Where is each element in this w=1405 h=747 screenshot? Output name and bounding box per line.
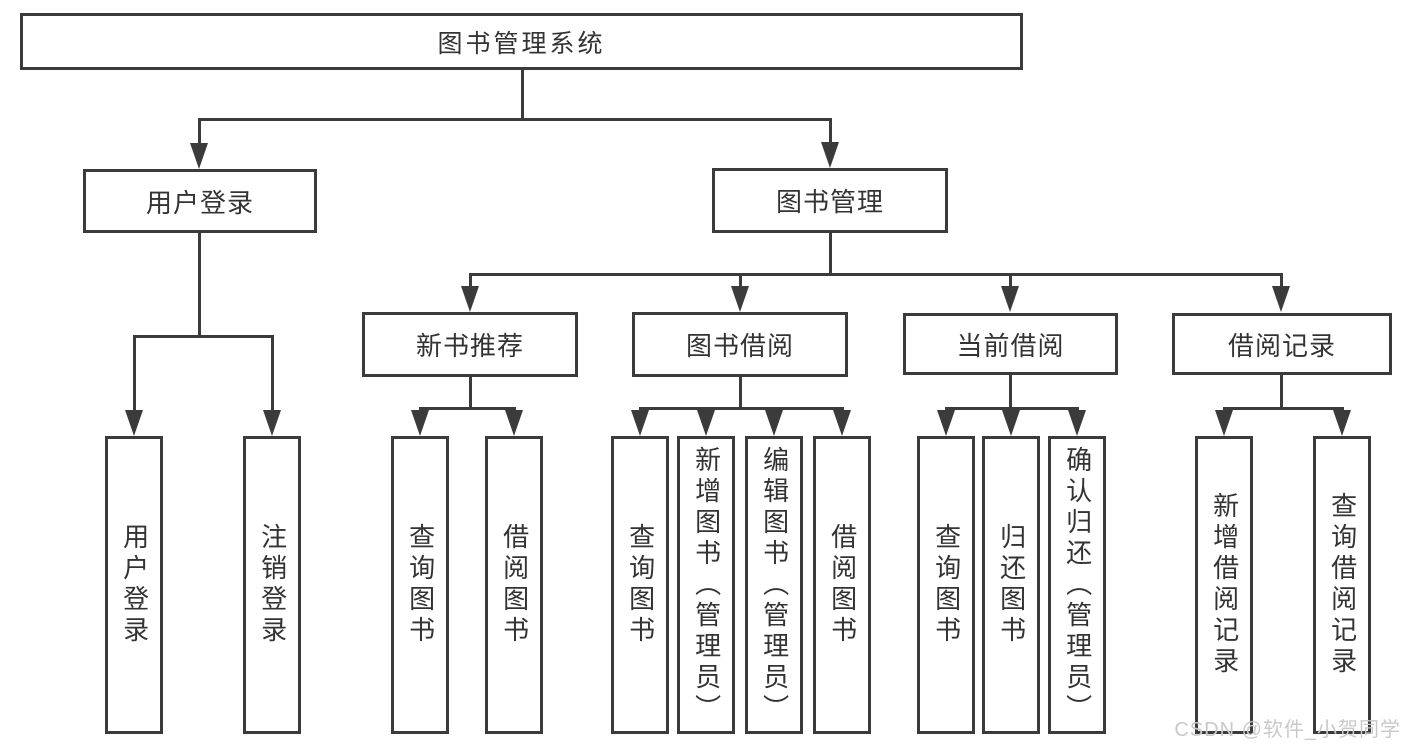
connector-new-book-hline [419, 407, 516, 410]
arrowhead-icon [1001, 286, 1019, 312]
leaf-label: 编辑图书（管理员） [759, 445, 790, 725]
leaf-label: 新增图书（管理员） [691, 445, 722, 725]
node-label: 图书管理 [775, 187, 884, 217]
connector-borrow-records-hline [1223, 407, 1344, 410]
leaf-label: 归还图书 [996, 523, 1027, 647]
leaf-node-user-login: 用户登录 [105, 436, 163, 734]
node-borrow-records: 借阅记录 [1172, 313, 1392, 375]
arrowhead-icon [833, 410, 851, 436]
leaf-node-borrow-books-recommend: 借阅图书 [485, 436, 543, 734]
leaf-node-query-books-recommend: 查询图书 [391, 436, 449, 734]
connector-book-borrow-stub [739, 377, 742, 407]
connector-line [1009, 273, 1012, 291]
leaf-node-confirm-return-admin: 确认归还（管理员） [1048, 436, 1106, 734]
connector-root-hline [198, 118, 831, 121]
leaf-node-add-book-admin: 新增图书（管理员） [677, 436, 735, 734]
connector-user-login-stub [198, 233, 201, 335]
leaf-label: 查询图书 [625, 523, 656, 647]
node-user-login: 用户登录 [83, 169, 317, 233]
arrowhead-icon [1068, 410, 1086, 436]
connector-line [271, 335, 274, 413]
arrowhead-icon [125, 410, 143, 436]
leaf-node-query-borrow-record: 查询借阅记录 [1313, 436, 1371, 734]
arrowhead-icon [505, 410, 523, 436]
leaf-label: 用户登录 [119, 523, 150, 647]
node-current-borrow: 当前借阅 [903, 313, 1118, 375]
connector-line [1280, 273, 1283, 291]
leaf-node-query-books-borrow: 查询图书 [611, 436, 669, 734]
node-label: 新书推荐 [415, 331, 524, 361]
connector-line [469, 273, 472, 291]
node-book-borrow: 图书借阅 [632, 312, 848, 377]
connector-book-borrow-hline [639, 407, 844, 410]
arrowhead-icon [631, 410, 649, 436]
arrowhead-icon [1272, 286, 1290, 312]
node-new-book-recommend: 新书推荐 [362, 312, 578, 377]
leaf-label: 新增借阅记录 [1209, 492, 1240, 678]
node-root-library-management-system: 图书管理系统 [20, 13, 1023, 70]
leaf-node-edit-book-admin: 编辑图书（管理员） [745, 436, 803, 734]
leaf-label: 查询图书 [405, 523, 436, 647]
leaf-label: 借阅图书 [499, 523, 530, 647]
node-label: 图书管理系统 [437, 29, 606, 58]
connector-current-borrow-stub [1009, 375, 1012, 407]
node-label: 用户登录 [145, 187, 254, 218]
connector-to-book-management-line [829, 118, 832, 148]
node-label: 图书借阅 [685, 331, 794, 361]
leaf-label: 注销登录 [257, 523, 288, 647]
leaf-label: 确认归还（管理员） [1062, 445, 1093, 725]
arrowhead-icon [1002, 410, 1020, 436]
leaf-label: 借阅图书 [827, 523, 858, 647]
leaf-node-return-book: 归还图书 [982, 436, 1040, 734]
node-label: 当前借阅 [956, 330, 1065, 361]
arrowhead-icon [697, 410, 715, 436]
connector-to-user-login-line [198, 118, 201, 148]
connector-root-stub [521, 70, 524, 118]
leaf-node-add-borrow-record: 新增借阅记录 [1195, 436, 1253, 734]
arrowhead-icon [190, 143, 208, 169]
connector-borrow-records-stub [1280, 375, 1283, 407]
arrowhead-icon [411, 410, 429, 436]
connector-new-book-stub [469, 377, 472, 407]
node-label: 借阅记录 [1227, 330, 1336, 361]
node-book-management: 图书管理 [712, 168, 948, 233]
arrowhead-icon [1333, 410, 1351, 436]
arrowhead-icon [461, 286, 479, 312]
arrowhead-icon [821, 142, 839, 168]
connector-line [739, 273, 742, 291]
leaf-label: 查询图书 [931, 523, 962, 647]
leaf-node-query-books-current: 查询图书 [917, 436, 975, 734]
connector-line [133, 335, 136, 413]
arrowhead-icon [937, 410, 955, 436]
csdn-watermark: CSDN @软件_小贺同学 [1174, 719, 1401, 741]
connector-book-management-stub [829, 233, 832, 273]
arrowhead-icon [1215, 410, 1233, 436]
arrowhead-icon [263, 410, 281, 436]
arrowhead-icon [765, 410, 783, 436]
connector-modules-hline [469, 273, 1283, 276]
leaf-label: 查询借阅记录 [1327, 492, 1358, 678]
leaf-node-logout: 注销登录 [243, 436, 301, 734]
arrowhead-icon [731, 286, 749, 312]
leaf-node-borrow-books: 借阅图书 [813, 436, 871, 734]
connector-user-login-hline [133, 335, 273, 338]
